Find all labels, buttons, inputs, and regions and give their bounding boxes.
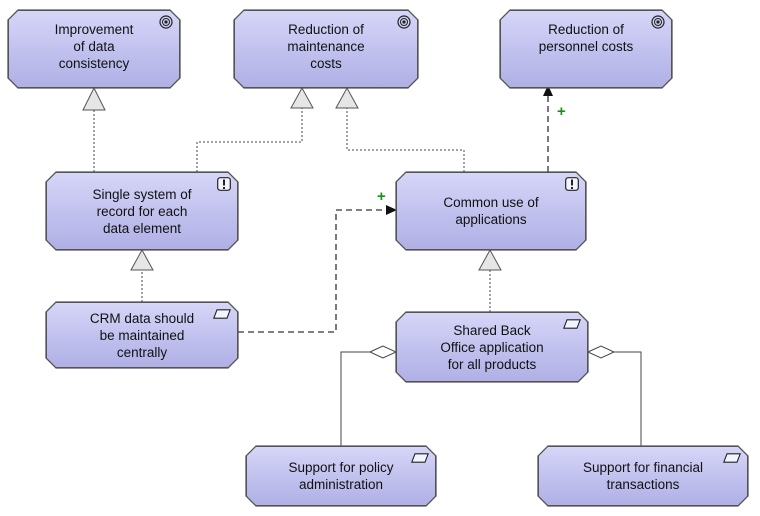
node-label: Reduction of maintenance costs	[287, 22, 365, 71]
goal-icon	[159, 15, 173, 29]
goal-reduction-maintenance-costs[interactable]: Reduction of maintenance costs	[234, 10, 418, 88]
goal-improvement-data-consistency[interactable]: Improvement of data consistency	[8, 10, 180, 88]
requirement-shared-back-office[interactable]: Shared Back Office application for all p…	[396, 312, 588, 382]
aggregation-shared-to-policy	[340, 351, 370, 446]
node-label: Common use of applications	[443, 195, 539, 227]
realization-common-to-maintenance	[346, 90, 465, 172]
node-label: Improvement of data consistency	[54, 22, 134, 71]
requirement-crm-data-central[interactable]: CRM data should be maintained centrally	[46, 302, 238, 368]
principle-common-use-of-applications[interactable]: Common use of applications	[396, 172, 586, 250]
goal-reduction-personnel-costs[interactable]: Reduction of personnel costs	[500, 10, 672, 88]
realization-arrowhead	[130, 248, 154, 271]
principle-icon	[217, 177, 231, 191]
node-label: Support for financial transactions	[582, 460, 704, 492]
aggregation-diamond	[368, 345, 398, 359]
requirement-icon	[723, 453, 741, 463]
requirement-support-policy-administration[interactable]: Support for policy administration	[246, 446, 436, 506]
requirement-support-financial-transactions[interactable]: Support for financial transactions	[538, 446, 748, 506]
node-label: CRM data should be maintained centrally	[89, 310, 195, 360]
influence-arrowhead	[386, 205, 397, 215]
realization-arrowhead	[290, 86, 314, 109]
goal-icon	[397, 15, 411, 29]
realization-arrowhead	[478, 248, 502, 271]
requirement-icon	[411, 453, 429, 463]
node-label: Reduction of personnel costs	[538, 22, 634, 54]
requirement-icon	[563, 319, 581, 329]
principle-single-system-of-record[interactable]: Single system of record for each data el…	[46, 172, 238, 250]
influence-plus-label: +	[377, 188, 386, 205]
realization-single-to-maintenance	[196, 90, 303, 172]
node-label: Support for policy administration	[288, 460, 394, 492]
realization-arrowhead	[82, 86, 106, 111]
node-label: Single system of record for each data el…	[92, 186, 192, 236]
realization-arrowhead	[335, 86, 359, 109]
goal-icon	[651, 15, 665, 29]
influence-plus-label: +	[557, 103, 566, 120]
aggregation-shared-to-financial	[614, 351, 642, 446]
influence-crm-to-common	[238, 209, 390, 333]
node-label: Shared Back Office application for all p…	[440, 322, 544, 372]
influence-arrowhead	[543, 85, 553, 96]
aggregation-diamond	[586, 345, 616, 359]
requirement-icon	[213, 309, 231, 319]
principle-icon	[565, 177, 579, 191]
